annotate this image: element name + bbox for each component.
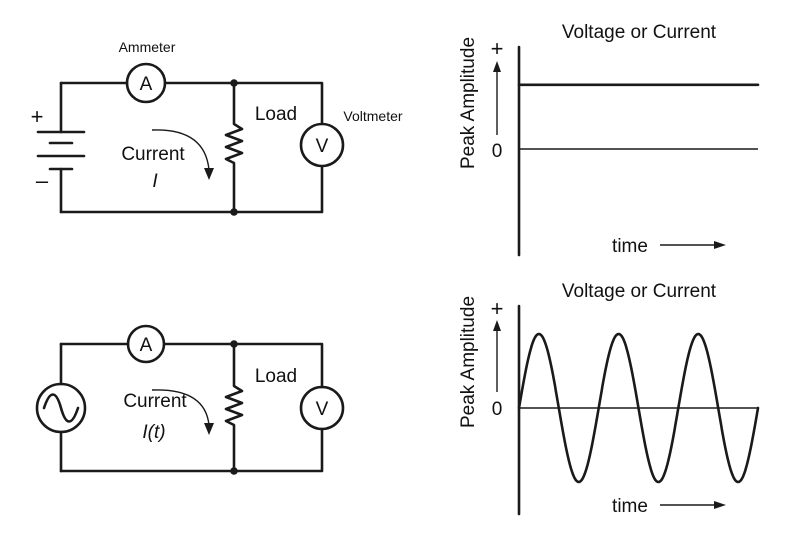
resistor-icon (224, 81, 244, 214)
y-axis-arrow-icon (493, 61, 501, 135)
junction-dot (230, 467, 238, 475)
y-tick-plus: + (491, 36, 504, 61)
current-label: Current (121, 144, 185, 165)
voltmeter-icon (299, 385, 345, 431)
ammeter-caption: Ammeter (119, 39, 176, 55)
current-label: Current (123, 391, 187, 412)
battery-minus: – (36, 168, 49, 193)
y-axis-label: Peak Amplitude (458, 37, 479, 169)
ammeter-icon (125, 62, 167, 104)
current-symbol: I(t) (142, 422, 165, 443)
time-arrow-icon (660, 241, 726, 249)
voltmeter-caption: Voltmeter (343, 108, 402, 124)
y-axis-arrow-icon (493, 320, 501, 392)
battery-icon (36, 130, 86, 171)
y-axis-label: Peak Amplitude (458, 296, 479, 428)
junction-dot (230, 208, 238, 216)
ammeter-icon (126, 324, 166, 364)
time-arrow-icon (660, 501, 726, 509)
current-arrow-icon (151, 389, 214, 435)
ac-top-wire (59, 342, 324, 389)
x-axis-label: time (612, 236, 648, 257)
x-axis-label: time (612, 496, 648, 517)
battery-plus: + (31, 104, 44, 129)
dc-chart: Voltage or Current Peak Amplitude + 0 ti… (458, 22, 760, 257)
y-tick-zero: 0 (492, 399, 503, 420)
voltmeter-icon (299, 122, 345, 168)
ac-sine-wave (517, 332, 760, 484)
voltmeter-symbol: V (316, 136, 329, 157)
voltmeter-symbol: V (316, 399, 329, 420)
ac-source-icon (35, 382, 87, 434)
ac-chart: Voltage or Current Peak Amplitude + 0 ti… (458, 281, 760, 517)
load-label: Load (255, 366, 297, 387)
ammeter-symbol: A (140, 335, 153, 356)
current-symbol: I (152, 171, 158, 192)
y-tick-zero: 0 (492, 141, 503, 162)
junction-dot (230, 340, 238, 348)
ac-circuit: A Load V Current I(t) (35, 324, 345, 475)
current-arrow-icon (151, 129, 214, 180)
chart-title: Voltage or Current (562, 281, 717, 302)
dc-bottom-wire (59, 165, 324, 214)
ac-bottom-wire (59, 427, 324, 473)
y-tick-plus: + (491, 296, 504, 321)
ammeter-symbol: A (140, 74, 153, 95)
dc-top-wire (59, 81, 324, 125)
resistor-icon (224, 342, 244, 473)
load-label: Load (255, 104, 297, 125)
junction-dot (230, 79, 238, 87)
chart-title: Voltage or Current (562, 22, 717, 43)
dc-circuit: + – A Ammeter Load V Voltmeter Current I (31, 39, 403, 216)
